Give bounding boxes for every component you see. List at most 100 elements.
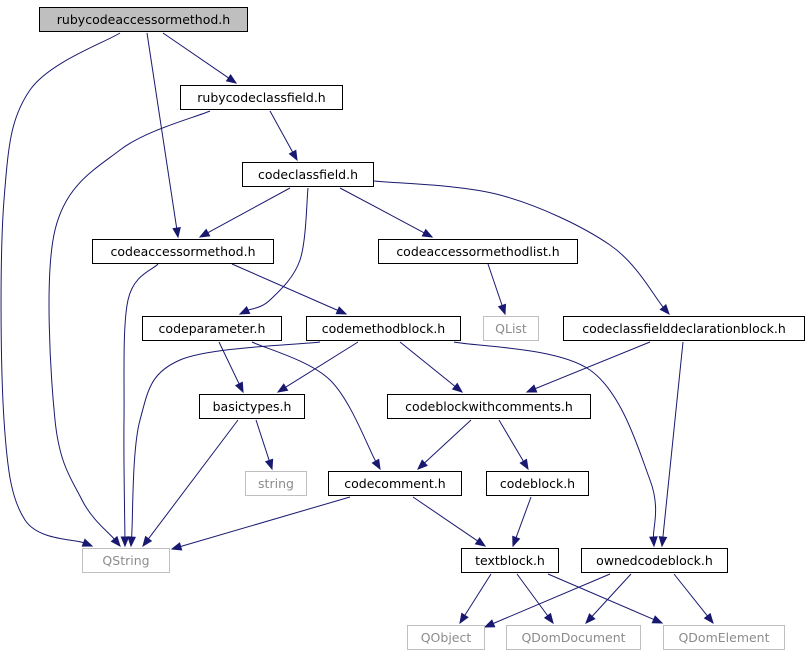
edge-arrowhead <box>142 535 153 548</box>
edge-line <box>269 110 294 153</box>
edge-arrowhead <box>483 619 496 628</box>
edge-rubycodeaccessormethod-to-codeaccessormethod <box>146 32 181 239</box>
edge-line <box>493 573 611 624</box>
edge-line <box>673 573 708 617</box>
edge-arrowhead <box>649 536 658 548</box>
edge-arrowhead <box>519 458 529 471</box>
edge-line <box>662 341 684 538</box>
edge-ownedcodeblock-to-qdomdocument <box>585 573 632 624</box>
edge-arrowhead <box>585 613 596 624</box>
edge-codecomment-to-qstring <box>170 496 351 551</box>
edge-line <box>231 263 338 311</box>
edge-line <box>373 180 664 308</box>
edge-line <box>591 573 632 617</box>
edge-codemethodblock-to-ownedcodeblock <box>453 341 658 548</box>
node-qdomdocument: QDomDocument <box>506 625 641 650</box>
edge-arrowhead <box>81 538 94 547</box>
edge-codemethodblock-to-qstring <box>127 341 321 548</box>
edge-arrowhead <box>264 458 274 471</box>
edge-line <box>516 573 549 617</box>
node-ownedcodeblock[interactable]: ownedcodeblock.h <box>581 548 728 573</box>
edge-line <box>424 419 472 464</box>
edge-line <box>162 32 229 79</box>
edge-line <box>148 419 239 540</box>
edge-arrowhead <box>525 384 538 393</box>
edge-arrowhead <box>371 458 381 471</box>
edge-arrowhead <box>238 306 251 315</box>
edge-arrowhead <box>234 381 244 394</box>
edge-line <box>146 32 178 229</box>
edge-line <box>547 573 654 620</box>
edge-basictypes-to-qstring <box>142 419 239 548</box>
node-qstring: QString <box>82 548 170 573</box>
node-rubycodeaccessormethod[interactable]: rubycodeaccessormethod.h <box>39 7 248 32</box>
edge-line <box>207 187 291 234</box>
edge-codeblock-to-textblock <box>512 496 532 548</box>
node-codecomment[interactable]: codecomment.h <box>328 471 462 496</box>
node-codeclassfield[interactable]: codeclassfield.h <box>242 162 374 187</box>
edge-line <box>339 187 425 234</box>
edge-codeclassfielddeclarationblock-to-ownedcodeblock <box>658 341 684 548</box>
node-rubycodeclassfield[interactable]: rubycodeclassfield.h <box>180 85 343 110</box>
node-codeaccessormethodlist[interactable]: codeaccessormethodlist.h <box>378 239 578 264</box>
edge-arrowhead <box>120 536 130 548</box>
edge-line <box>123 263 159 538</box>
edge-textblock-to-qobject <box>459 573 492 625</box>
edge-codemethodblock-to-basictypes <box>276 341 359 393</box>
edge-line <box>399 341 456 387</box>
edge-codemethodblock-to-codeblockwithcomments <box>399 341 464 393</box>
edge-rubycodeaccessormethod-to-rubycodeclassfield <box>162 32 238 84</box>
edge-line <box>285 341 359 388</box>
edge-line <box>180 496 351 547</box>
edge-textblock-to-qdomelement <box>547 573 664 624</box>
edge-line <box>0 32 121 544</box>
edge-codeaccessormethod-to-codemethodblock <box>231 263 348 315</box>
edge-arrowhead <box>335 306 348 315</box>
edge-arrowhead <box>459 612 469 625</box>
edge-arrowhead <box>451 382 464 393</box>
node-textblock[interactable]: textblock.h <box>461 548 559 573</box>
edge-arrowhead <box>497 303 507 316</box>
edge-line <box>48 110 211 540</box>
edge-codeparameter-to-codecomment <box>251 341 381 471</box>
edge-arrowhead <box>543 612 554 625</box>
node-codeparameter[interactable]: codeparameter.h <box>142 316 282 341</box>
edge-codeblockwithcomments-to-codeblock <box>498 419 529 471</box>
edge-line <box>498 419 524 462</box>
edge-line <box>535 341 651 390</box>
edge-arrowhead <box>172 226 181 239</box>
node-codeaccessormethod[interactable]: codeaccessormethod.h <box>92 239 274 264</box>
edge-arrowhead <box>110 535 121 548</box>
edge-codeclassfield-to-codeaccessormethodlist <box>339 187 434 238</box>
edge-arrowhead <box>127 536 137 548</box>
edge-line <box>251 341 377 462</box>
edge-basictypes-to-string <box>255 419 274 471</box>
edge-rubycodeclassfield-to-codeclassfield <box>269 110 298 162</box>
node-qlist: QList <box>483 316 539 341</box>
edge-arrowhead <box>512 535 521 548</box>
edge-arrowhead <box>651 615 664 624</box>
edge-line <box>131 341 321 538</box>
edge-codeblockwithcomments-to-codecomment <box>417 419 472 470</box>
edge-rubycodeclassfield-to-qstring <box>48 110 211 548</box>
edge-arrowhead <box>417 459 428 470</box>
edge-arrowhead <box>659 303 670 316</box>
edge-line <box>255 419 270 461</box>
edge-line <box>515 496 532 538</box>
edge-arrowhead <box>474 537 487 547</box>
edge-arrowhead <box>225 74 238 84</box>
edge-arrowhead <box>703 612 714 625</box>
edge-line <box>218 341 240 385</box>
node-codemethodblock[interactable]: codemethodblock.h <box>306 316 461 341</box>
edge-line <box>464 573 492 616</box>
node-qdomelement: QDomElement <box>663 625 785 650</box>
edge-arrowhead <box>658 536 668 548</box>
node-basictypes[interactable]: basictypes.h <box>199 394 305 419</box>
node-codeclassfielddeclarationblock[interactable]: codeclassfielddeclarationblock.h <box>563 316 805 341</box>
edge-codeclassfield-to-codeparameter <box>238 187 309 315</box>
node-codeblock[interactable]: codeblock.h <box>486 471 589 496</box>
edge-codeclassfield-to-codeaccessormethod <box>198 187 291 238</box>
node-codeblockwithcomments[interactable]: codeblockwithcomments.h <box>387 394 591 419</box>
